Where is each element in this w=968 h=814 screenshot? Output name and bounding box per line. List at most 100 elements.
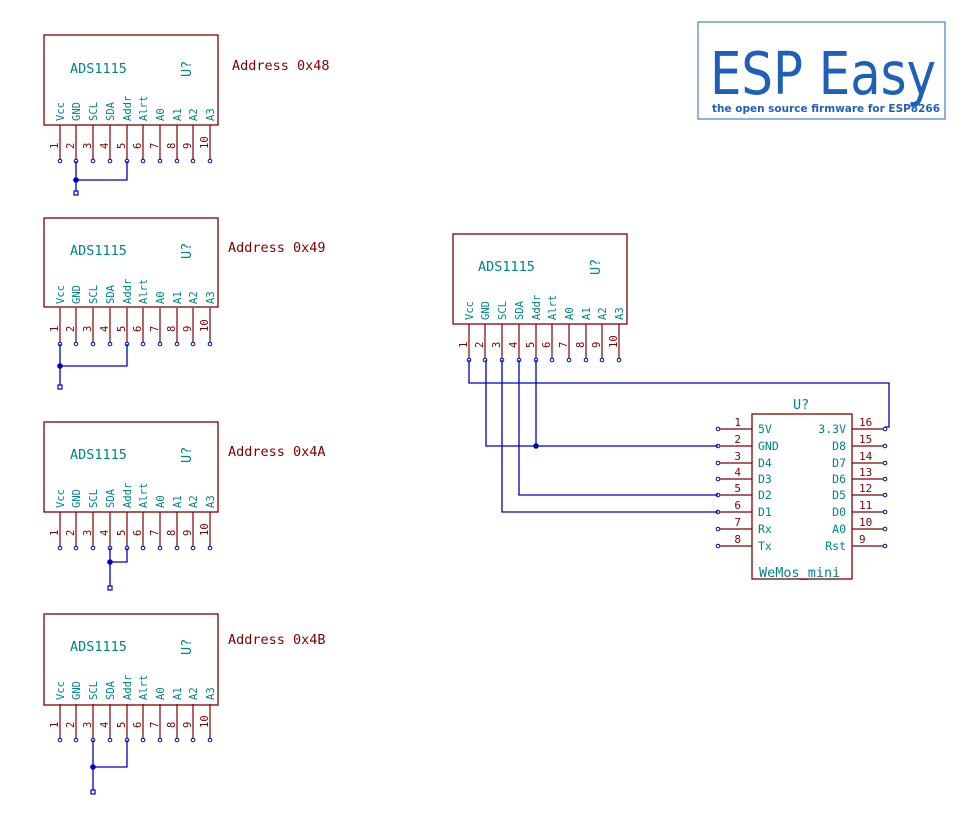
wire-vcc-to-3v3 [468,360,890,428]
pin-number: 8 [166,143,178,149]
ads1115-module-0x49[interactable]: ADS1115 U? Address 0x49 Vcc1GND2SCL3SDA4… [43,217,326,390]
pin-number: 7 [149,722,161,728]
pin-label: Addr [122,96,134,121]
pin-label: Rst [825,539,846,553]
pin-label: SCL [88,102,100,121]
ads-ref: U? [179,243,195,259]
pin-label: GND [758,439,779,453]
ads-address-label: Address 0x4A [228,444,326,460]
bus-wiring [468,360,890,513]
pin-a0: A0 7 [149,687,167,743]
pin-number: 8 [734,533,741,546]
pin-label: D3 [758,472,772,486]
pin-number: 5 [734,482,741,495]
wire-scl-to-d1 [501,360,718,513]
pin-label: A3 [205,495,217,508]
pin-a0: A07 [149,495,167,551]
wemos-pin-gnd: 2 GND [715,433,779,453]
pin-number: 4 [99,326,111,332]
addr-strap-0x4a [107,548,128,591]
no-connect-terminal [90,789,96,795]
pin-number: 6 [132,722,144,728]
pin-number: 6 [734,499,741,512]
no-connect-terminal [57,384,63,390]
pin-number: 7 [558,342,570,348]
ads-ref: U? [179,639,195,655]
ads-part-name: ADS1115 [70,447,127,463]
pin-label: 3.3V [818,422,846,436]
pin-number: 2 [734,433,741,446]
pin-label: A1 [172,108,184,121]
pin-label: Vcc [55,102,67,121]
no-connect-terminal [107,585,113,591]
pin-a2: A29 [182,495,200,551]
logo-subtitle: the open source firmware for ESP8266 [712,102,940,115]
pin-label: A0 [832,522,846,536]
pin-label: A0 [155,108,167,121]
ads-address-label: Address 0x4B [228,632,326,648]
pin-number: 4 [734,466,741,479]
pin-label: Addr [122,483,134,508]
wemos-ref: U? [793,397,809,413]
ads1115-module-0x4a[interactable]: ADS1115 U? Address 0x4A Vcc1GND2SCL3SDA4… [43,421,326,591]
pin-number: 5 [116,326,128,332]
pin-label: SDA [105,101,117,121]
pin-number: 7 [149,326,161,332]
pin-number: 4 [99,143,111,149]
pin-number: 10 [859,516,872,529]
pin-label: D6 [832,472,846,486]
pin-label: Vcc [464,301,476,320]
pin-a2: A29 [182,687,200,743]
pin-number: 3 [82,530,94,536]
pin-label: GND [71,489,83,508]
ads-body [43,421,219,513]
ads1115-module-0x4b[interactable]: ADS1115 U? Address 0x4B Vcc1GND2SCL3SDA4… [43,613,326,795]
pin-number: 9 [591,342,603,348]
pin-number: 14 [859,450,873,463]
pin-label: Alrt [138,96,150,121]
wemos-name: WeMos_mini [759,565,840,581]
pin-number: 10 [199,319,211,332]
pin-scl: SCL 3 [82,489,100,551]
pin-label: D5 [832,488,846,502]
pin-label: A2 [188,291,200,304]
pin-label: Vcc [55,489,67,508]
pin-a2: A29 [182,108,200,164]
pin-label: A2 [188,108,200,121]
pin-label: A3 [205,291,217,304]
pin-label: A1 [172,687,184,700]
pin-label: A0 [564,307,576,320]
pin-number: 9 [182,326,194,332]
wire-sda-to-d2 [518,360,718,496]
pin-label: A0 [155,687,167,700]
ads1115-module-0x48[interactable]: ADS1115 U? Address 0x48 Vcc1GND2SCL3SDA4… [43,34,330,196]
pin-label: D2 [758,488,772,502]
addr-strap-0x48 [73,161,128,196]
pin-number: 6 [541,342,553,348]
ads-part-name: ADS1115 [70,243,127,259]
junction-dot [73,177,79,183]
pin-label: A1 [172,291,184,304]
wemos-body [751,413,853,580]
ads1115-module-bus[interactable]: ADS1115 U? Vcc1GND2SCL3SDA4Addr5Alrt6A07… [452,233,628,363]
pin-number: 15 [859,433,872,446]
ads-address-label: Address 0x49 [228,240,326,256]
pin-label: SCL [88,489,100,508]
pin-number: 10 [199,715,211,728]
